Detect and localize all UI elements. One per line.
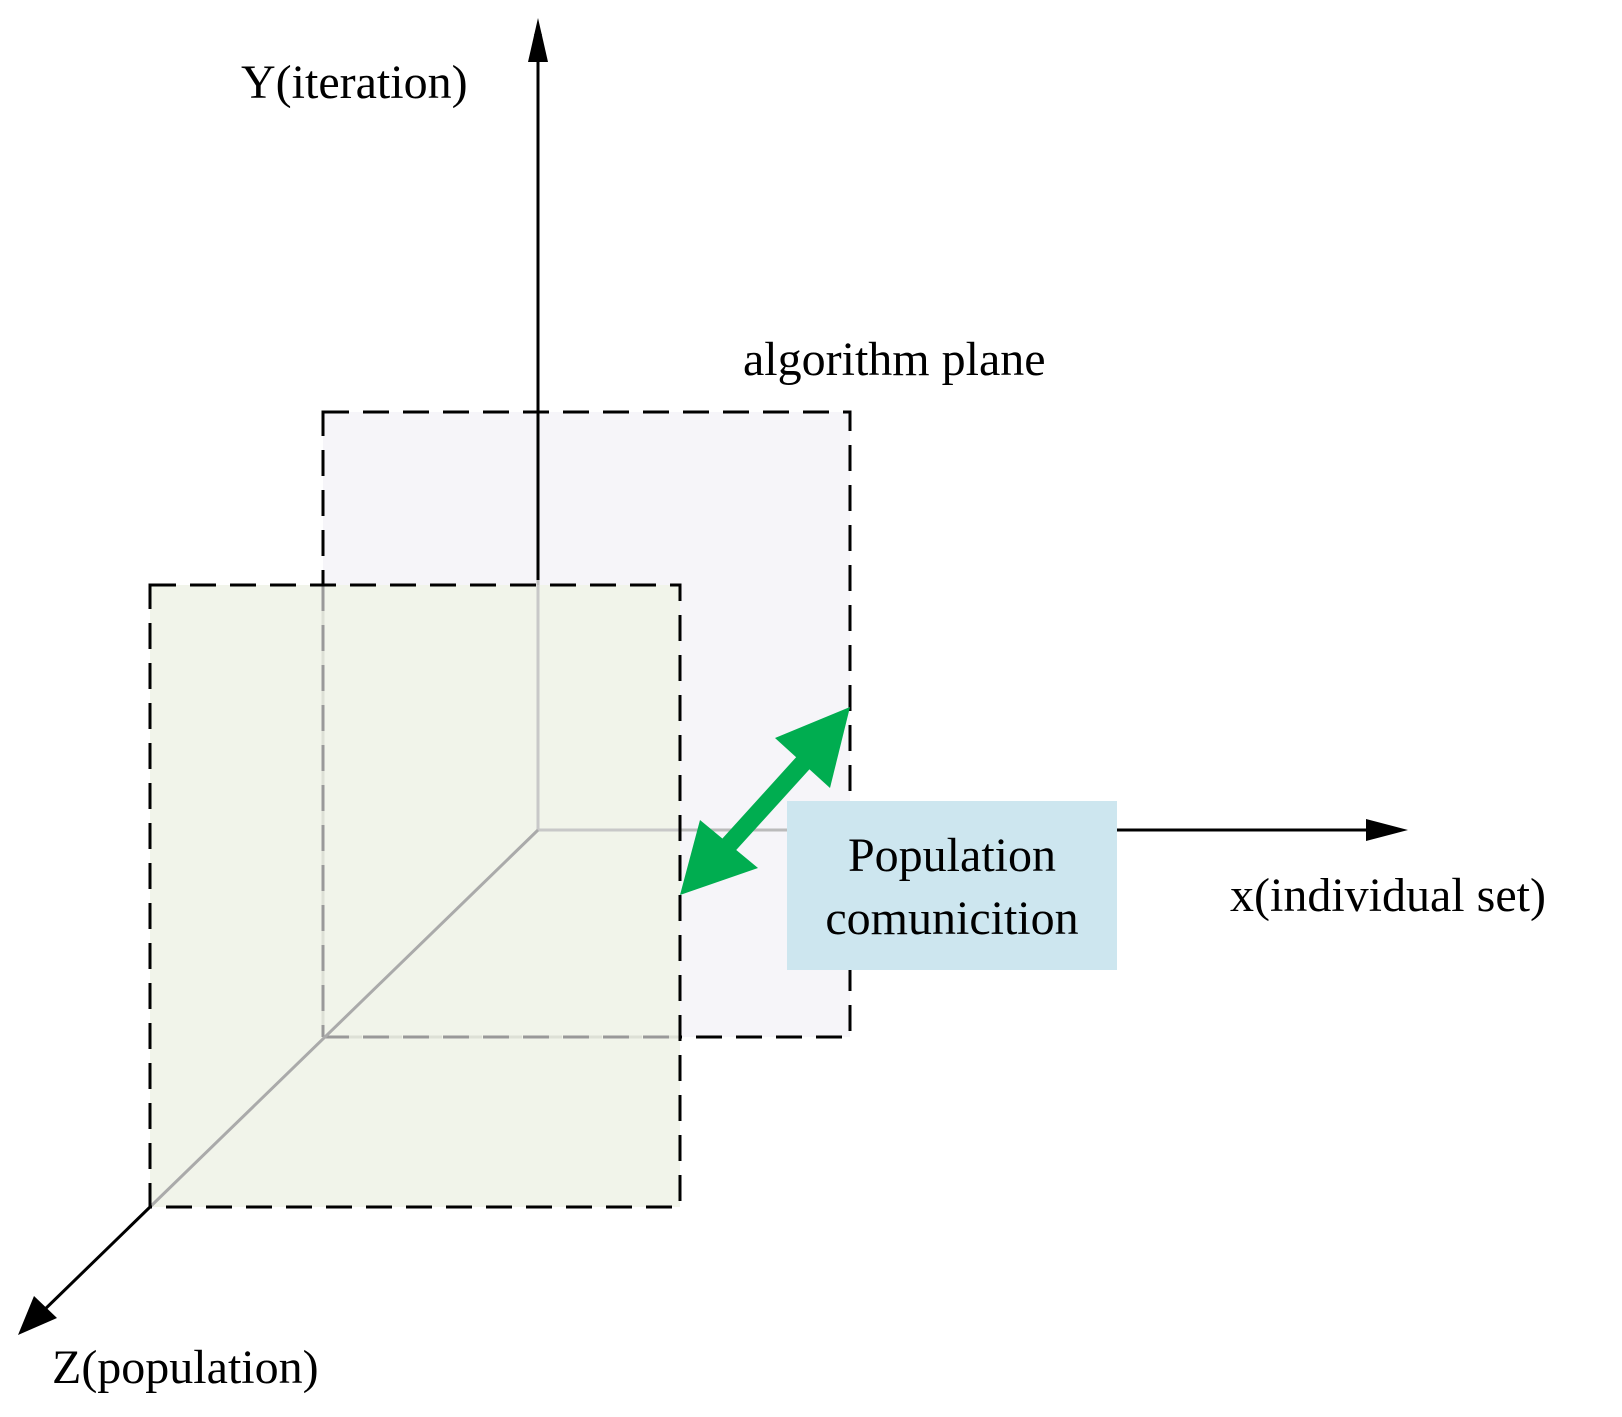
communication-arrowhead-bottom (680, 820, 758, 895)
z-axis (36, 1205, 152, 1318)
y-axis-label: Y(iteration) (241, 56, 468, 109)
algorithm-plane-label: algorithm plane (743, 333, 1046, 386)
communication-double-arrow (680, 707, 850, 895)
communication-arrowhead-top (775, 707, 850, 788)
x-axis-label: x(individual set) (1230, 869, 1546, 922)
population-communication-line1: Population (848, 829, 1056, 882)
population-communication-box (787, 801, 1117, 970)
z-axis-label: Z(population) (52, 1341, 319, 1394)
x-axis-arrowhead (1366, 819, 1408, 841)
front-plane (150, 585, 680, 1207)
y-axis-arrowhead (528, 18, 548, 62)
z-axis-inner (148, 828, 540, 1209)
z-axis-arrowhead (18, 1296, 57, 1335)
front-plane-border (148, 583, 682, 1209)
population-communication-line2: comunicition (825, 892, 1078, 945)
